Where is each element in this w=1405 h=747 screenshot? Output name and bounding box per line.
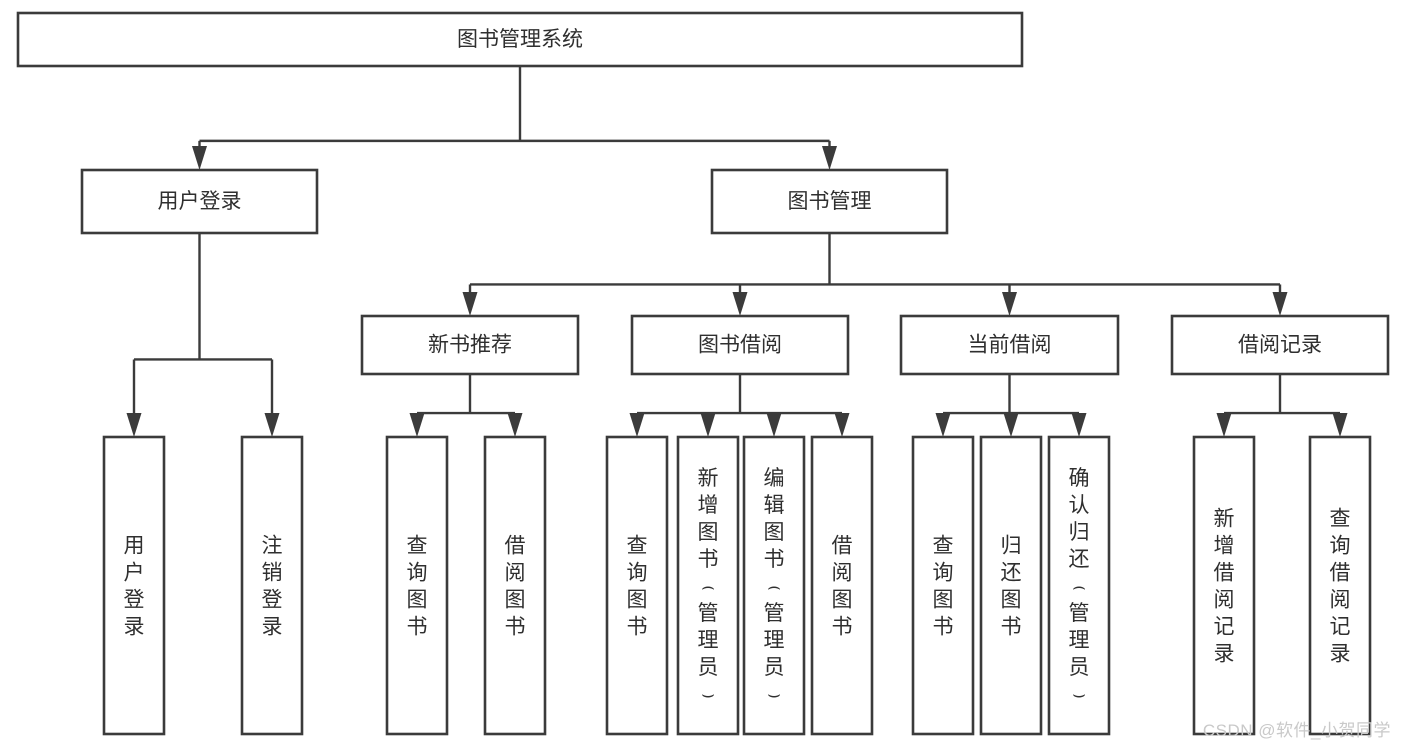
node-leaf-edit-book[interactable]: 编辑图书⌢管理员⌣ xyxy=(742,435,806,736)
node-label: 确认归还⌢管理员⌣ xyxy=(1069,467,1090,706)
node-label: 当前借阅 xyxy=(968,334,1052,357)
node-box xyxy=(1192,435,1256,736)
node-leaf-user-login[interactable]: 用户登录 xyxy=(102,435,166,736)
connector-arrowhead xyxy=(700,413,716,437)
node-leaf-add-record[interactable]: 新增借阅记录 xyxy=(1192,435,1256,736)
node-new-book-rec[interactable]: 新书推荐 xyxy=(360,314,580,376)
node-label: 借阅图书 xyxy=(832,535,853,639)
node-box xyxy=(742,435,806,736)
node-label: 图书管理 xyxy=(788,190,872,213)
node-box xyxy=(810,435,874,736)
connector-arrowhead xyxy=(1002,292,1017,316)
node-user-login[interactable]: 用户登录 xyxy=(80,168,319,235)
node-box xyxy=(1308,435,1372,736)
node-box xyxy=(676,435,740,736)
node-box xyxy=(385,435,449,736)
node-label: 新增图书⌢管理员⌣ xyxy=(698,467,719,706)
node-label: 用户登录 xyxy=(124,535,145,639)
node-box xyxy=(979,435,1043,736)
connector-arrowhead xyxy=(935,413,951,437)
connector-arrowhead xyxy=(1216,413,1232,437)
node-box xyxy=(899,314,1120,376)
node-label: 新书推荐 xyxy=(428,334,512,357)
node-label: 归还图书 xyxy=(1001,535,1022,639)
node-box xyxy=(360,314,580,376)
node-leaf-borrow-book-a[interactable]: 借阅图书 xyxy=(483,435,547,736)
node-box xyxy=(16,11,1024,68)
node-leaf-return-book[interactable]: 归还图书 xyxy=(979,435,1043,736)
node-label: 查询借阅记录 xyxy=(1330,508,1351,666)
node-label: 借阅记录 xyxy=(1238,334,1322,357)
connector-arrowhead xyxy=(264,413,280,437)
connector-arrowhead xyxy=(1272,292,1288,316)
node-leaf-borrow-book-b[interactable]: 借阅图书 xyxy=(810,435,874,736)
node-leaf-confirm-return[interactable]: 确认归还⌢管理员⌣ xyxy=(1047,435,1111,736)
node-label: 图书管理系统 xyxy=(457,28,583,51)
node-label: 查询图书 xyxy=(627,535,648,639)
node-label: 用户登录 xyxy=(158,190,242,213)
node-label: 查询图书 xyxy=(407,535,428,639)
connector-arrowhead xyxy=(629,413,645,437)
node-current-borrow[interactable]: 当前借阅 xyxy=(899,314,1120,376)
connector-arrowhead xyxy=(462,292,478,316)
node-box xyxy=(240,435,304,736)
node-layer: 图书管理系统用户登录图书管理新书推荐图书借阅当前借阅借阅记录用户登录注销登录查询… xyxy=(16,11,1390,736)
connector-arrowhead xyxy=(1003,413,1019,437)
connector-arrowhead xyxy=(192,146,207,170)
node-leaf-query-book-a[interactable]: 查询图书 xyxy=(385,435,449,736)
node-book-borrow[interactable]: 图书借阅 xyxy=(630,314,850,376)
connector-arrowhead xyxy=(507,413,523,437)
node-root[interactable]: 图书管理系统 xyxy=(16,11,1024,68)
node-book-manage[interactable]: 图书管理 xyxy=(710,168,949,235)
node-leaf-query-record[interactable]: 查询借阅记录 xyxy=(1308,435,1372,736)
node-leaf-logout[interactable]: 注销登录 xyxy=(240,435,304,736)
node-leaf-query-book-b[interactable]: 查询图书 xyxy=(605,435,669,736)
node-box xyxy=(1047,435,1111,736)
connector-arrowhead xyxy=(1071,413,1087,437)
node-box xyxy=(630,314,850,376)
node-label: 编辑图书⌢管理员⌣ xyxy=(764,467,785,706)
connector-arrowhead xyxy=(766,413,782,437)
node-borrow-record[interactable]: 借阅记录 xyxy=(1170,314,1390,376)
connector-arrowhead xyxy=(126,413,142,437)
connector-arrowhead xyxy=(822,146,837,170)
node-box xyxy=(1170,314,1390,376)
node-box xyxy=(102,435,166,736)
node-box xyxy=(483,435,547,736)
connector-arrowhead xyxy=(834,413,850,437)
node-label: 新增借阅记录 xyxy=(1214,508,1235,666)
node-box xyxy=(710,168,949,235)
node-label: 注销登录 xyxy=(262,535,283,639)
connector-arrowhead xyxy=(409,413,425,437)
node-leaf-add-book[interactable]: 新增图书⌢管理员⌣ xyxy=(676,435,740,736)
connector-layer xyxy=(126,66,1348,437)
node-box xyxy=(911,435,975,736)
connector-arrowhead xyxy=(1332,413,1348,437)
node-leaf-query-book-c[interactable]: 查询图书 xyxy=(911,435,975,736)
node-label: 图书借阅 xyxy=(698,334,782,357)
connector-arrowhead xyxy=(732,292,748,316)
node-label: 查询图书 xyxy=(933,535,954,639)
node-box xyxy=(605,435,669,736)
node-box xyxy=(80,168,319,235)
node-label: 借阅图书 xyxy=(505,535,526,639)
